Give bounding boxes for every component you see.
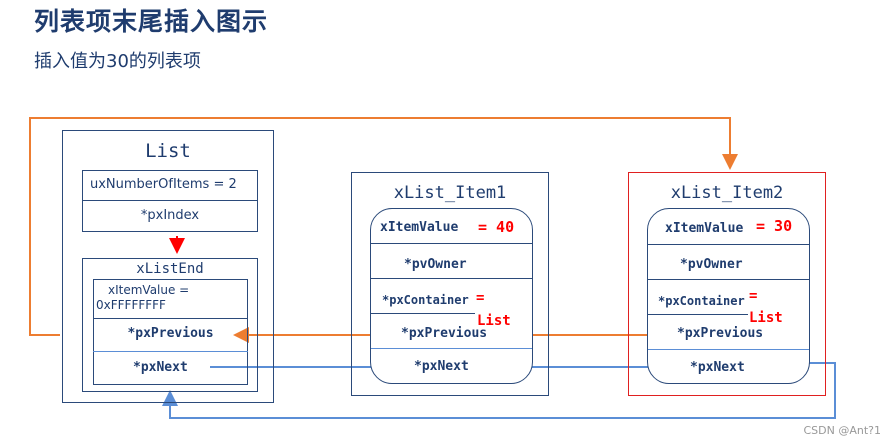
list-end-item-value: xItemValue = 0xFFFFFFFF [96,283,190,313]
item1-px-container-eq: = [476,290,485,306]
divider [371,278,532,279]
divider [371,348,532,349]
list-end-title: xListEnd [136,261,204,277]
divider [648,279,809,280]
item2-px-previous: *pxPrevious [677,326,764,341]
page-subtitle: 插入值为30的列表项 [34,51,201,72]
item2-fields [647,208,810,384]
list-end-inner [93,279,248,385]
item2-item-value: xItemValue [665,221,744,236]
divider [93,318,248,319]
item2-px-container-eq: = [749,288,758,304]
divider [648,244,809,245]
list-struct [62,130,274,403]
item1-title: xList_Item1 [393,183,507,203]
page-title: 列表项末尾插入图示 [34,7,269,36]
watermark: CSDN @Ant?1 [803,424,881,437]
divider [93,351,248,352]
list-end-item-value-line1: xItemValue = [108,283,190,297]
item1-item-value-eq: = 40 [478,218,515,236]
list-end-px-previous: *pxPrevious [127,326,214,341]
item2-px-next: *pxNext [690,360,745,375]
list-end-box [82,258,258,392]
item2-next-loop-arrow [162,362,836,419]
list-num-items: uxNumberOfItems = 2 [90,177,237,192]
item2-pv-owner: *pvOwner [680,257,743,272]
list-end-item-value-line2: 0xFFFFFFFF [96,298,166,312]
item1-pv-owner: *pvOwner [404,257,467,272]
item1-item-value: xItemValue [380,220,459,235]
item2-struct [628,172,826,396]
list-end-px-next: *pxNext [133,360,188,375]
item1-fields [370,208,533,384]
list-title: List [145,140,191,162]
divider [82,200,258,201]
item1-px-next: *pxNext [414,359,469,374]
item1-px-previous: *pxPrevious [401,326,488,341]
item1-struct [351,172,549,396]
item1-px-container: *pxContainer [382,293,469,307]
end-previous-loop-arrow [29,117,738,336]
item2-title: xList_Item2 [670,183,784,203]
item2-item-value-eq: = 30 [756,217,793,235]
divider [648,349,809,350]
divider [371,243,532,244]
list-px-index: *pxIndex [140,208,200,223]
list-fields-box [82,170,258,232]
divider [371,313,475,314]
item2-px-container: *pxContainer [658,294,745,308]
item2-px-container-val: List [749,310,783,326]
item1-px-container-val: List [477,313,511,329]
divider [648,314,748,315]
